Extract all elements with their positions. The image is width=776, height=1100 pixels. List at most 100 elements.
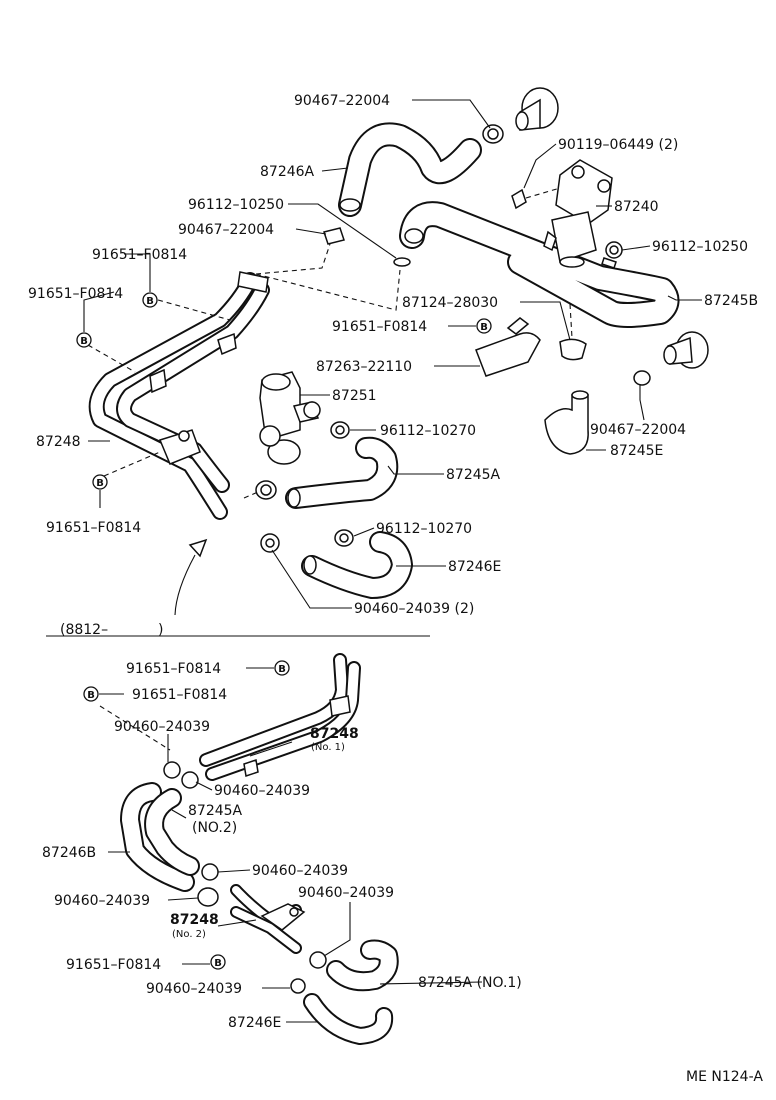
bolt-marker-b: B: [76, 332, 92, 348]
label-87245A-no1: 87245A (NO.1): [418, 975, 522, 991]
label-96112-10270-a: 96112–10270: [380, 423, 476, 439]
label-90467-22004-b: 90467–22004: [178, 222, 274, 238]
label-87246E-lower: 87246E: [228, 1015, 281, 1031]
clip-96112-10250-left: [393, 257, 411, 267]
label-90460-c: 90460–24039: [252, 863, 348, 879]
pipe-87248-upper: [88, 271, 270, 520]
arrow-head: [188, 538, 208, 558]
label-87246A: 87246A: [260, 164, 315, 180]
label-87240: 87240: [614, 199, 659, 215]
hose-87245A: [285, 436, 399, 509]
label-90119-06449: 90119–06449 (2): [558, 137, 678, 153]
label-96112-10270-b: 96112–10270: [376, 521, 472, 537]
svg-text:B: B: [480, 322, 488, 333]
label-87251: 87251: [332, 388, 377, 404]
label-91651-b: 91651–F0814: [28, 286, 123, 302]
dash-line: [99, 705, 171, 751]
hose-87246B: [120, 782, 195, 892]
label-87248: 87248: [36, 434, 81, 450]
bolt-marker-d: B: [476, 318, 492, 334]
label-91651-d: 91651–F0814: [46, 520, 141, 536]
dash-line: [255, 269, 401, 311]
clamp-right-top: [601, 241, 623, 269]
svg-text:B: B: [146, 296, 154, 307]
label-87246B: 87246B: [42, 845, 96, 861]
label-91651-f: 91651–F0814: [132, 687, 227, 703]
dash-line: [525, 187, 561, 199]
label-90460-a: 90460–24039: [114, 719, 210, 735]
dash-line: [87, 344, 136, 373]
label-87248-no1-sub: (No. 1): [311, 742, 345, 753]
valve-right: [633, 331, 709, 386]
dash-line: [569, 303, 573, 339]
label-87245A-no2-sub: (NO.2): [192, 820, 237, 836]
clamp-96112-10270-a: [330, 421, 350, 439]
bolt-marker-e: B: [274, 660, 290, 676]
label-91651-c: 91651–F0814: [332, 319, 427, 335]
svg-text:B: B: [96, 478, 104, 489]
clamp-87124: [559, 338, 587, 361]
bolt-marker-c: B: [92, 474, 108, 490]
dash-line: [243, 491, 259, 499]
label-87245E: 87245E: [610, 443, 663, 459]
label-90460-f: 90460–24039: [146, 981, 242, 997]
pipe-87248-no1: [199, 653, 361, 781]
label-90467-22004-c: 90467–22004: [590, 422, 686, 438]
clip-90467-left: [323, 227, 345, 245]
clamp-lower-a: [163, 761, 199, 789]
pipe-87248-no2: [230, 884, 306, 954]
label-87263: 87263–22110: [316, 359, 412, 375]
label-87245A: 87245A: [446, 467, 501, 483]
svg-text:B: B: [214, 958, 222, 969]
hose-87245E: [544, 390, 589, 455]
label-90460-b: 90460–24039: [214, 783, 310, 799]
label-90467-22004-a: 90467–22004: [294, 93, 390, 109]
hose-87246E: [301, 531, 413, 599]
bolt-marker-g: B: [210, 954, 226, 970]
label-87248-no2: 87248: [170, 912, 219, 928]
dash-line: [103, 451, 161, 477]
clamp-lower-b: [197, 863, 219, 907]
label-87246E: 87246E: [448, 559, 501, 575]
bolt-marker-a: B: [142, 292, 158, 308]
label-96112-10250-b: 96112–10250: [652, 239, 748, 255]
label-91651-e: 91651–F0814: [126, 661, 221, 677]
clamp-left-mid: [255, 480, 277, 500]
clamp-96112-10270-b: [334, 529, 354, 547]
valve-87240: [511, 159, 613, 268]
bolt-marker-f: B: [83, 686, 99, 702]
valve-top-right: [515, 87, 559, 131]
hose-87246E-lower: [303, 993, 394, 1045]
bracket-87263: [475, 317, 541, 377]
label-90460-e: 90460–24039: [298, 885, 394, 901]
dash-line: [255, 243, 331, 275]
label-90460-2: 90460–24039 (2): [354, 601, 474, 617]
arrow-line: [174, 554, 196, 616]
hose-87245A-no1: [326, 939, 399, 992]
label-91651-a: 91651–F0814: [92, 247, 187, 263]
label-91651-g: 91651–F0814: [66, 957, 161, 973]
label-96112-10250-a: 96112–10250: [188, 197, 284, 213]
hose-87246A: [338, 122, 482, 217]
label-87245A-no2: 87245A: [188, 803, 243, 819]
leader-lines: [83, 99, 702, 1023]
svg-text:B: B: [278, 664, 286, 675]
valve-87251: [259, 371, 321, 465]
label-87245B: 87245B: [704, 293, 758, 309]
svg-text:B: B: [87, 690, 95, 701]
label-range-close: ): [158, 622, 163, 638]
clamp-lower-c: [290, 951, 327, 994]
dash-line: [157, 299, 231, 321]
label-87124: 87124–28030: [402, 295, 498, 311]
label-87248-no2-sub: (No. 2): [172, 929, 206, 940]
hose-87245B: [399, 201, 680, 328]
hose-87245A-no2: [144, 788, 200, 876]
label-range: (8812–: [60, 622, 108, 638]
svg-text:B: B: [80, 336, 88, 347]
clamp-top: [482, 124, 504, 144]
label-90460-d: 90460–24039: [54, 893, 150, 909]
label-87248-no1: 87248: [310, 726, 359, 742]
footer-code: ME N124-A: [686, 1069, 763, 1085]
